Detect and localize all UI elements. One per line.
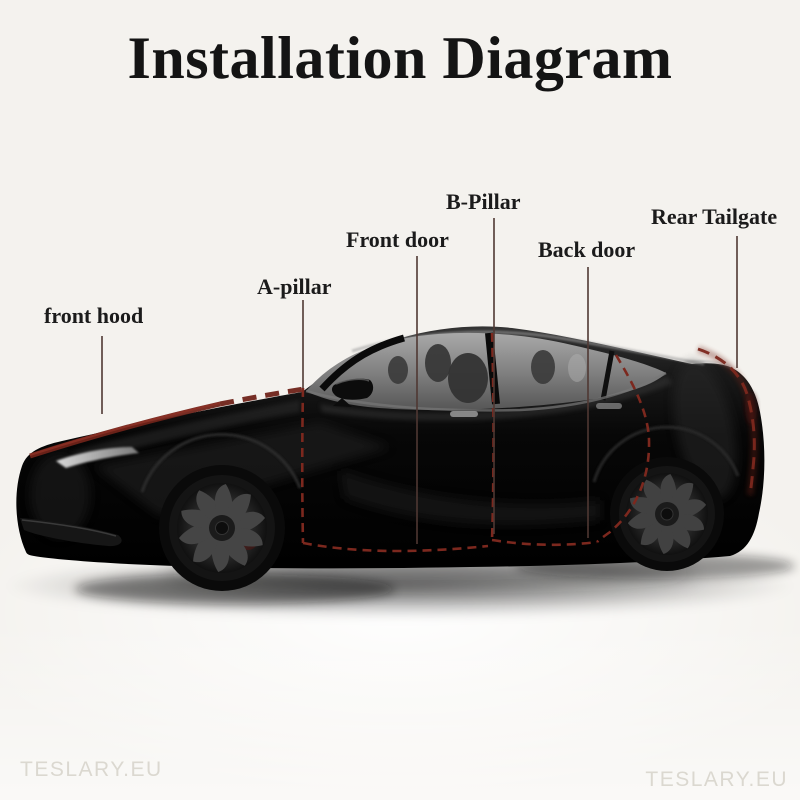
bottom-fade — [0, 620, 800, 800]
leader-lines — [101, 218, 738, 544]
hood-seal-dashed — [219, 386, 305, 407]
tailgate-seal — [697, 347, 756, 496]
rear-wheel — [610, 457, 724, 571]
label-front-door: Front door — [346, 227, 449, 252]
front-bumper-sheen — [30, 453, 90, 537]
c-pillar-divider — [600, 350, 615, 401]
rear-headrest-silhouette — [531, 350, 555, 384]
label-rear-tailgate: Rear Tailgate — [651, 204, 778, 229]
label-a-pillar: A-pillar — [257, 274, 332, 299]
back-door-handle — [596, 403, 622, 409]
beltline-trim — [305, 371, 667, 412]
side-mirror — [331, 378, 374, 400]
driver-headrest-silhouette — [425, 344, 451, 382]
lower-door-reflection — [340, 470, 600, 525]
label-b-pillar: B-Pillar — [446, 189, 521, 214]
front-door-seal-front-edge — [300, 387, 305, 544]
rear-arch-highlight — [592, 425, 740, 483]
back-door-seal-bottom — [491, 538, 598, 547]
label-front-hood: front hood — [44, 303, 144, 328]
front-intake-highlight — [21, 519, 117, 537]
front-intake — [20, 518, 122, 547]
hood-seal-core — [29, 401, 221, 457]
page-title: Installation Diagram — [127, 25, 673, 91]
side-mirror-stalk — [333, 398, 352, 407]
front-wheel — [159, 465, 285, 591]
hood-sheen — [70, 400, 300, 460]
front-headrest-silhouette — [388, 356, 408, 384]
watermark-right: TESLARY.EU — [645, 768, 788, 791]
side-mirror-highlight — [335, 378, 370, 385]
occupant-silhouette — [448, 353, 488, 403]
a-pillar-frame — [319, 334, 405, 392]
front-door-handle — [450, 411, 478, 417]
headlight — [56, 447, 139, 468]
back-door-seal-arch — [596, 354, 651, 543]
watermark-left: TESLARY.EU — [20, 758, 163, 781]
front-door-seal-bottom — [302, 541, 489, 553]
rear-window-light-patch — [568, 354, 586, 382]
front-arch-highlight — [140, 432, 302, 493]
label-back-door: Back door — [538, 237, 636, 262]
